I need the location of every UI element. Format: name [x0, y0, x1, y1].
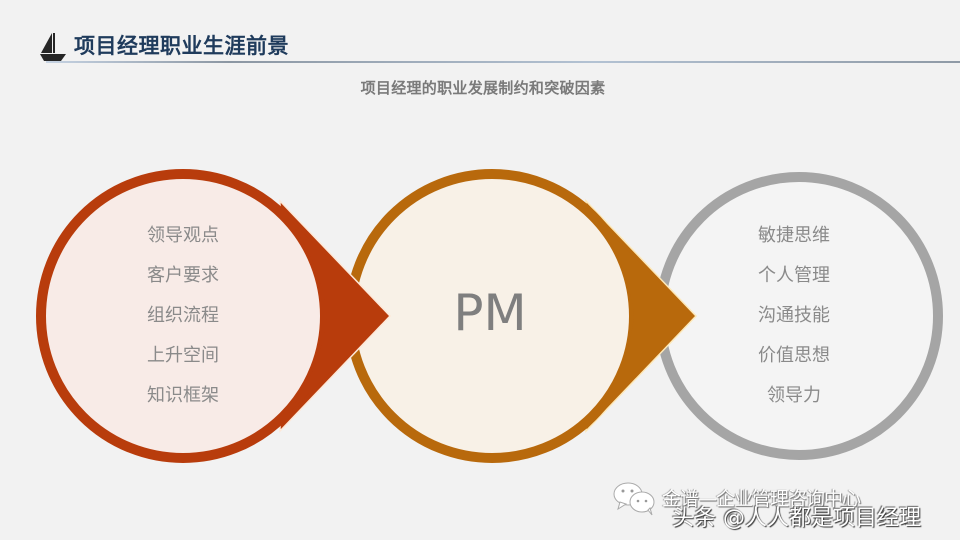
list-item: 上升空间 — [147, 345, 219, 366]
list-item: 组织流程 — [147, 305, 219, 326]
list-item: 领导力 — [767, 385, 821, 406]
header: 项目经理职业生涯前景 — [40, 28, 289, 62]
left-circle-items: 领导观点 客户要求 组织流程 上升空间 知识框架 — [113, 216, 253, 416]
center-circle — [345, 169, 698, 463]
list-item: 知识框架 — [147, 385, 219, 406]
list-item: 沟通技能 — [758, 305, 830, 326]
left-circle — [36, 169, 392, 463]
list-item: 价值思想 — [758, 345, 830, 366]
watermark-line-2: 头条 @人人都是项目经理 — [672, 506, 921, 531]
list-item: 个人管理 — [758, 265, 830, 286]
center-label: PM — [453, 284, 527, 342]
list-item: 领导观点 — [147, 225, 219, 246]
page-title: 项目经理职业生涯前景 — [74, 34, 289, 58]
wechat-icon — [613, 482, 655, 516]
diagram-subtitle: 项目经理的职业发展制约和突破因素 — [360, 79, 606, 97]
list-item: 客户要求 — [147, 265, 219, 286]
header-divider — [46, 61, 960, 63]
list-item: 敏捷思维 — [758, 225, 830, 246]
sailboat-icon — [40, 33, 66, 61]
watermark-line-1: 金谱—企业管理咨询中心 — [662, 488, 861, 510]
watermark: 金谱—企业管理咨询中心 头条 @人人都是项目经理 — [612, 476, 960, 536]
right-circle-items: 敏捷思维 个人管理 沟通技能 价值思想 领导力 — [724, 216, 864, 416]
